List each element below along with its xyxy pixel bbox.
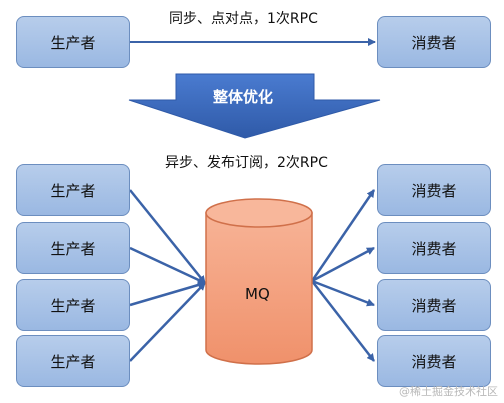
mq-to-consumer-arrow bbox=[311, 280, 375, 362]
mq-cylinder bbox=[205, 198, 313, 365]
consumer-box-top: 消费者 bbox=[377, 16, 491, 68]
mq-to-consumer-arrow bbox=[311, 279, 375, 307]
producer-box: 生产者 bbox=[16, 222, 130, 274]
producer-box: 生产者 bbox=[16, 335, 130, 387]
consumer-box: 消费者 bbox=[377, 164, 491, 216]
mq-label: MQ bbox=[245, 285, 270, 303]
producer-box: 生产者 bbox=[16, 164, 130, 216]
sync-caption: 同步、点对点，1次RPC bbox=[169, 11, 318, 27]
watermark: @稀土掘金技术社区 bbox=[399, 385, 498, 398]
producer-box: 生产者 bbox=[16, 279, 130, 331]
producer-to-mq-arrow bbox=[129, 281, 206, 307]
producer-box-top: 生产者 bbox=[16, 16, 130, 68]
mq-to-consumer-arrow bbox=[311, 246, 375, 283]
producer-to-mq-arrow bbox=[129, 282, 206, 362]
producer-to-mq-arrow bbox=[129, 189, 206, 284]
consumer-box: 消费者 bbox=[377, 279, 491, 331]
producer-to-mq-arrow bbox=[129, 246, 206, 285]
consumer-box: 消费者 bbox=[377, 222, 491, 274]
mq-to-consumer-arrow bbox=[310, 189, 376, 282]
async-caption: 异步、发布订阅，2次RPC bbox=[165, 155, 328, 171]
consumer-box: 消费者 bbox=[377, 335, 491, 387]
optimize-arrow bbox=[128, 73, 381, 139]
optimize-label: 整体优化 bbox=[213, 88, 274, 106]
